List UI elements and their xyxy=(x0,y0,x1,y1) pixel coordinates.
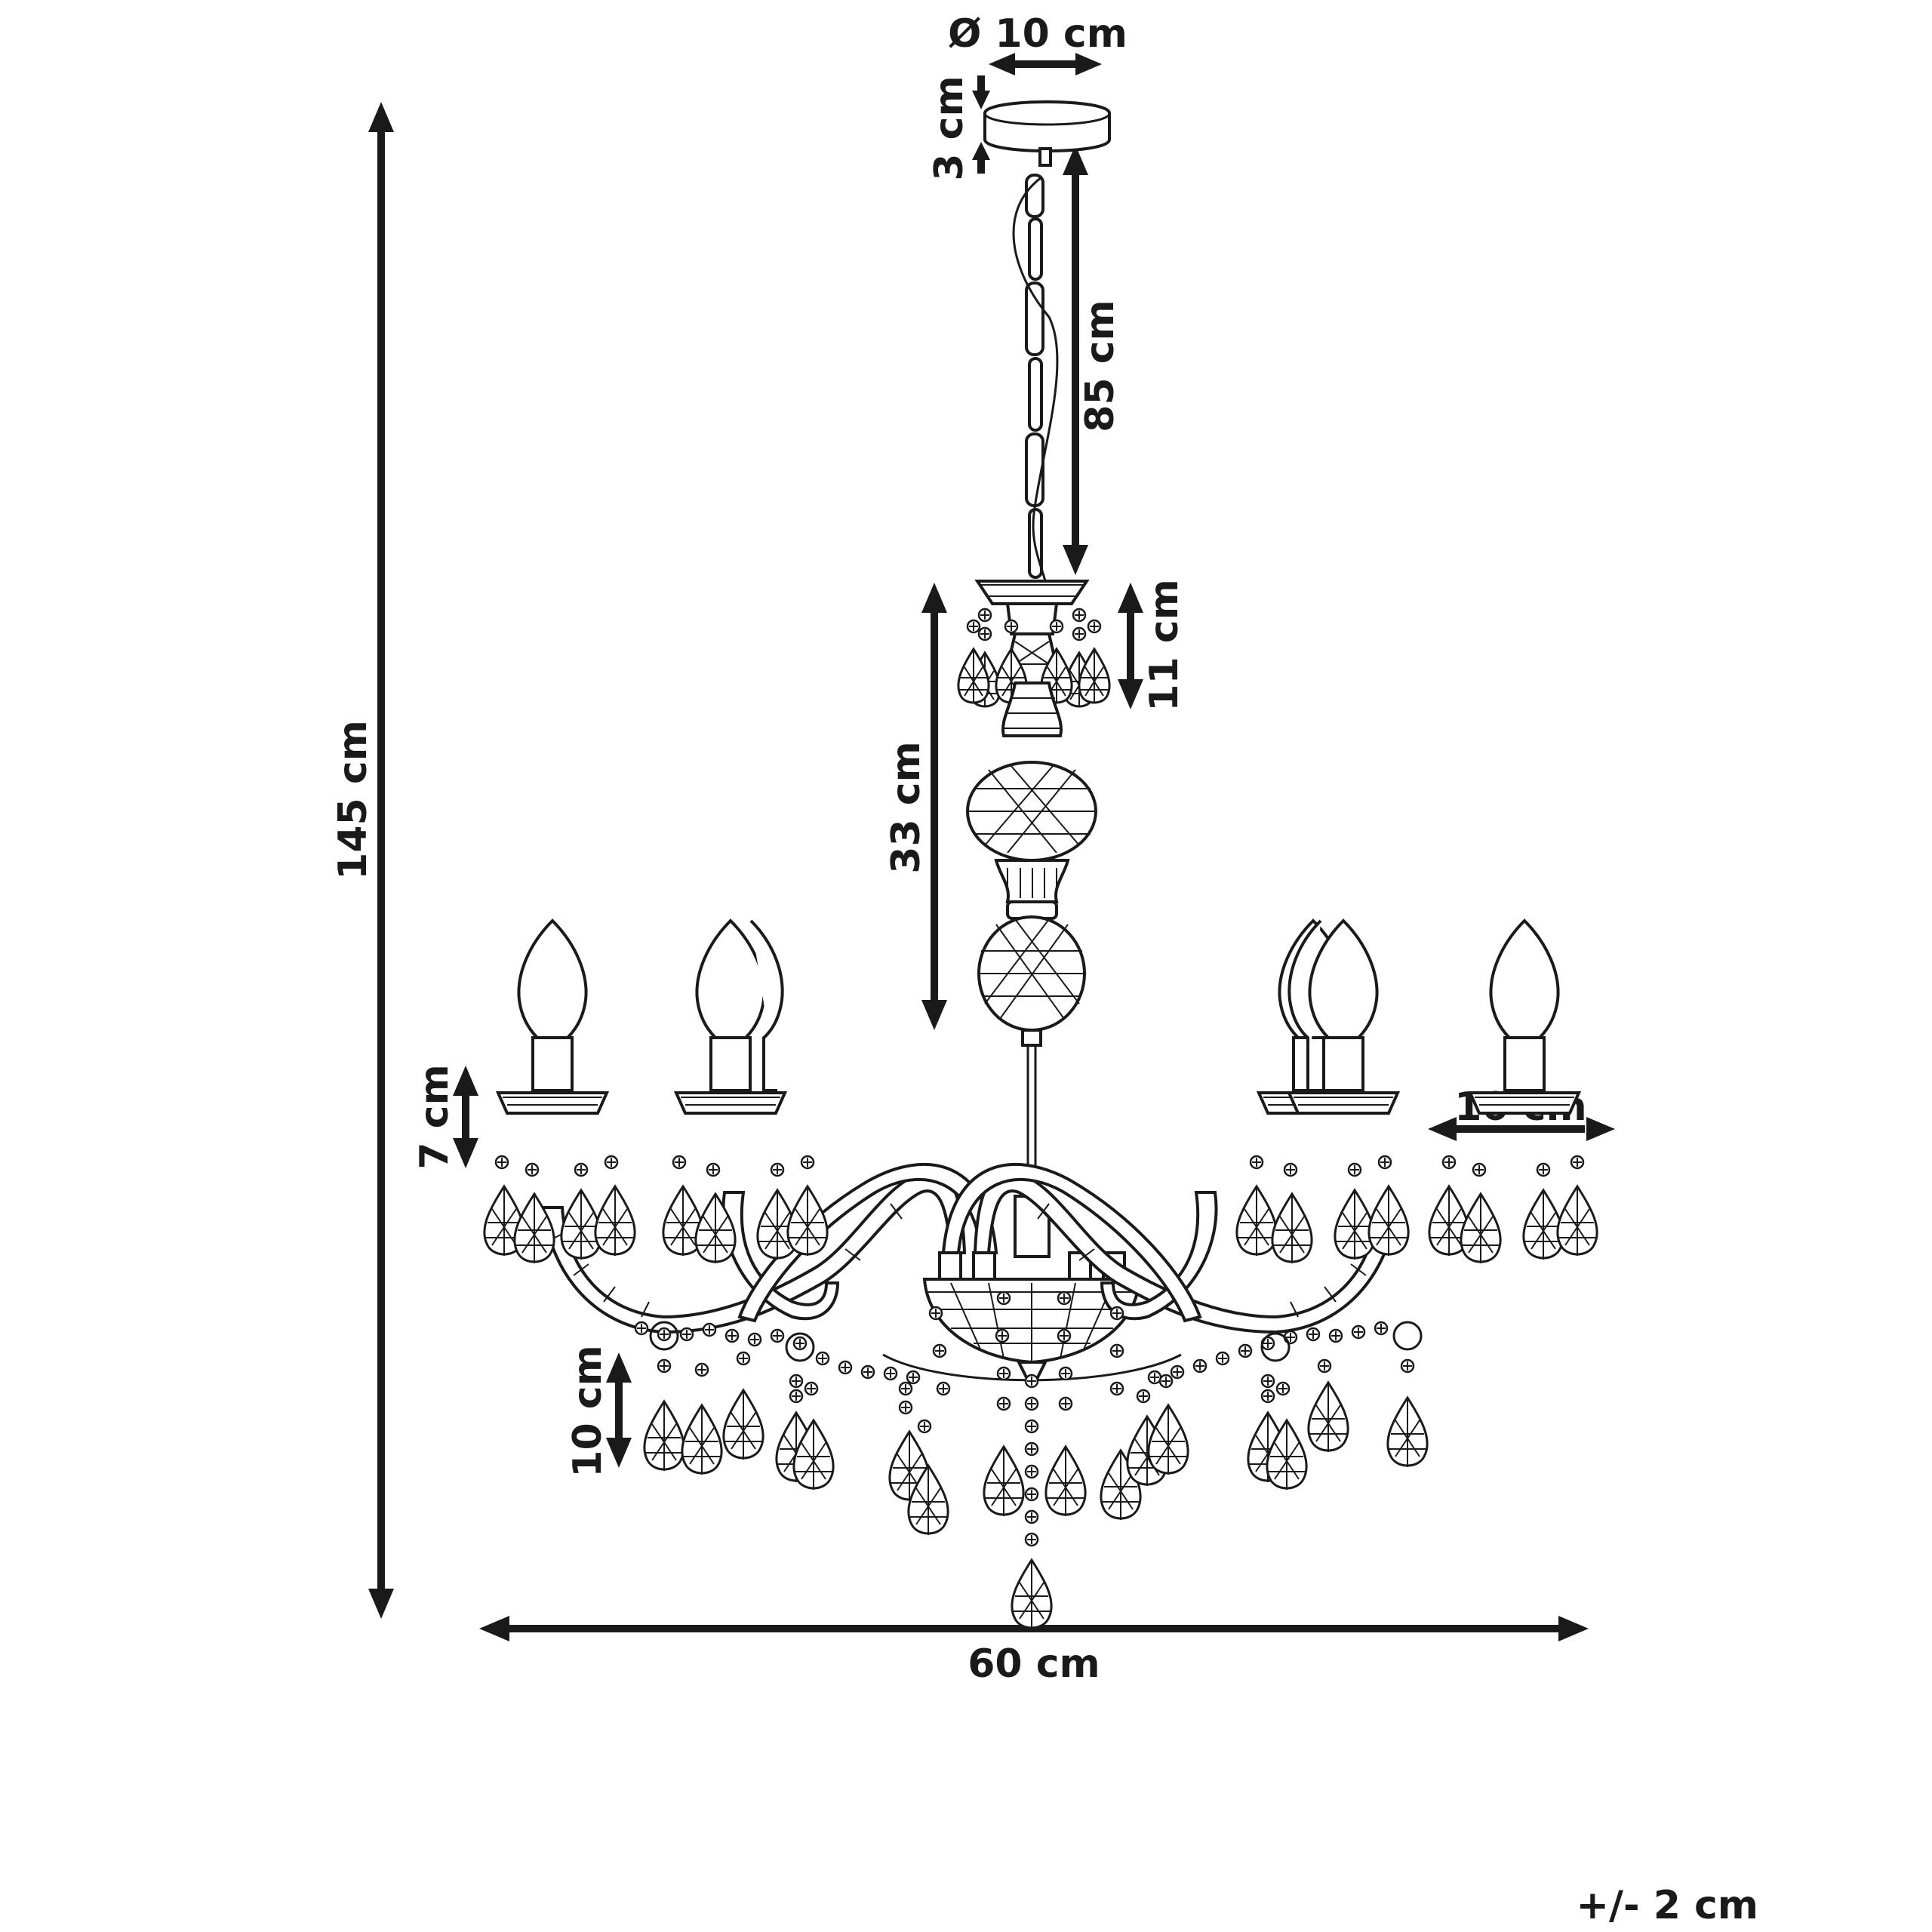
candle-bulbs xyxy=(497,919,1580,1115)
stem-height-dimension xyxy=(921,583,947,1030)
canopy-diameter-label: Ø 10 cm xyxy=(948,11,1128,57)
chain-length-label: 85 cm xyxy=(1078,300,1123,432)
chandelier-illustration xyxy=(483,100,1598,1631)
total-width-label: 60 cm xyxy=(968,1641,1100,1687)
top-crown-height-dimension xyxy=(1118,583,1143,709)
pendant-height-dimension xyxy=(606,1352,632,1468)
candle-height-dimension xyxy=(453,1066,478,1168)
tolerance-note: +/- 2 cm xyxy=(1576,1883,1758,1928)
ceiling-canopy xyxy=(983,100,1111,167)
canopy-height-label: 3 cm xyxy=(927,75,972,180)
canopy-diameter-dimension xyxy=(989,53,1102,75)
stem-height-label: 33 cm xyxy=(884,741,929,873)
pendant-height-label: 10 cm xyxy=(565,1345,611,1477)
bead-garlands xyxy=(634,1321,1423,1385)
candle-height-label: 7 cm xyxy=(412,1064,457,1169)
cup-width-dimension xyxy=(1428,1117,1615,1141)
total-height-dimension xyxy=(368,102,394,1619)
chain-length-dimension xyxy=(1063,145,1088,575)
canopy-height-dimension xyxy=(972,75,990,174)
total-height-label: 145 cm xyxy=(331,720,376,880)
top-crown-height-label: 11 cm xyxy=(1142,579,1187,711)
hanging-chain xyxy=(1012,174,1059,582)
